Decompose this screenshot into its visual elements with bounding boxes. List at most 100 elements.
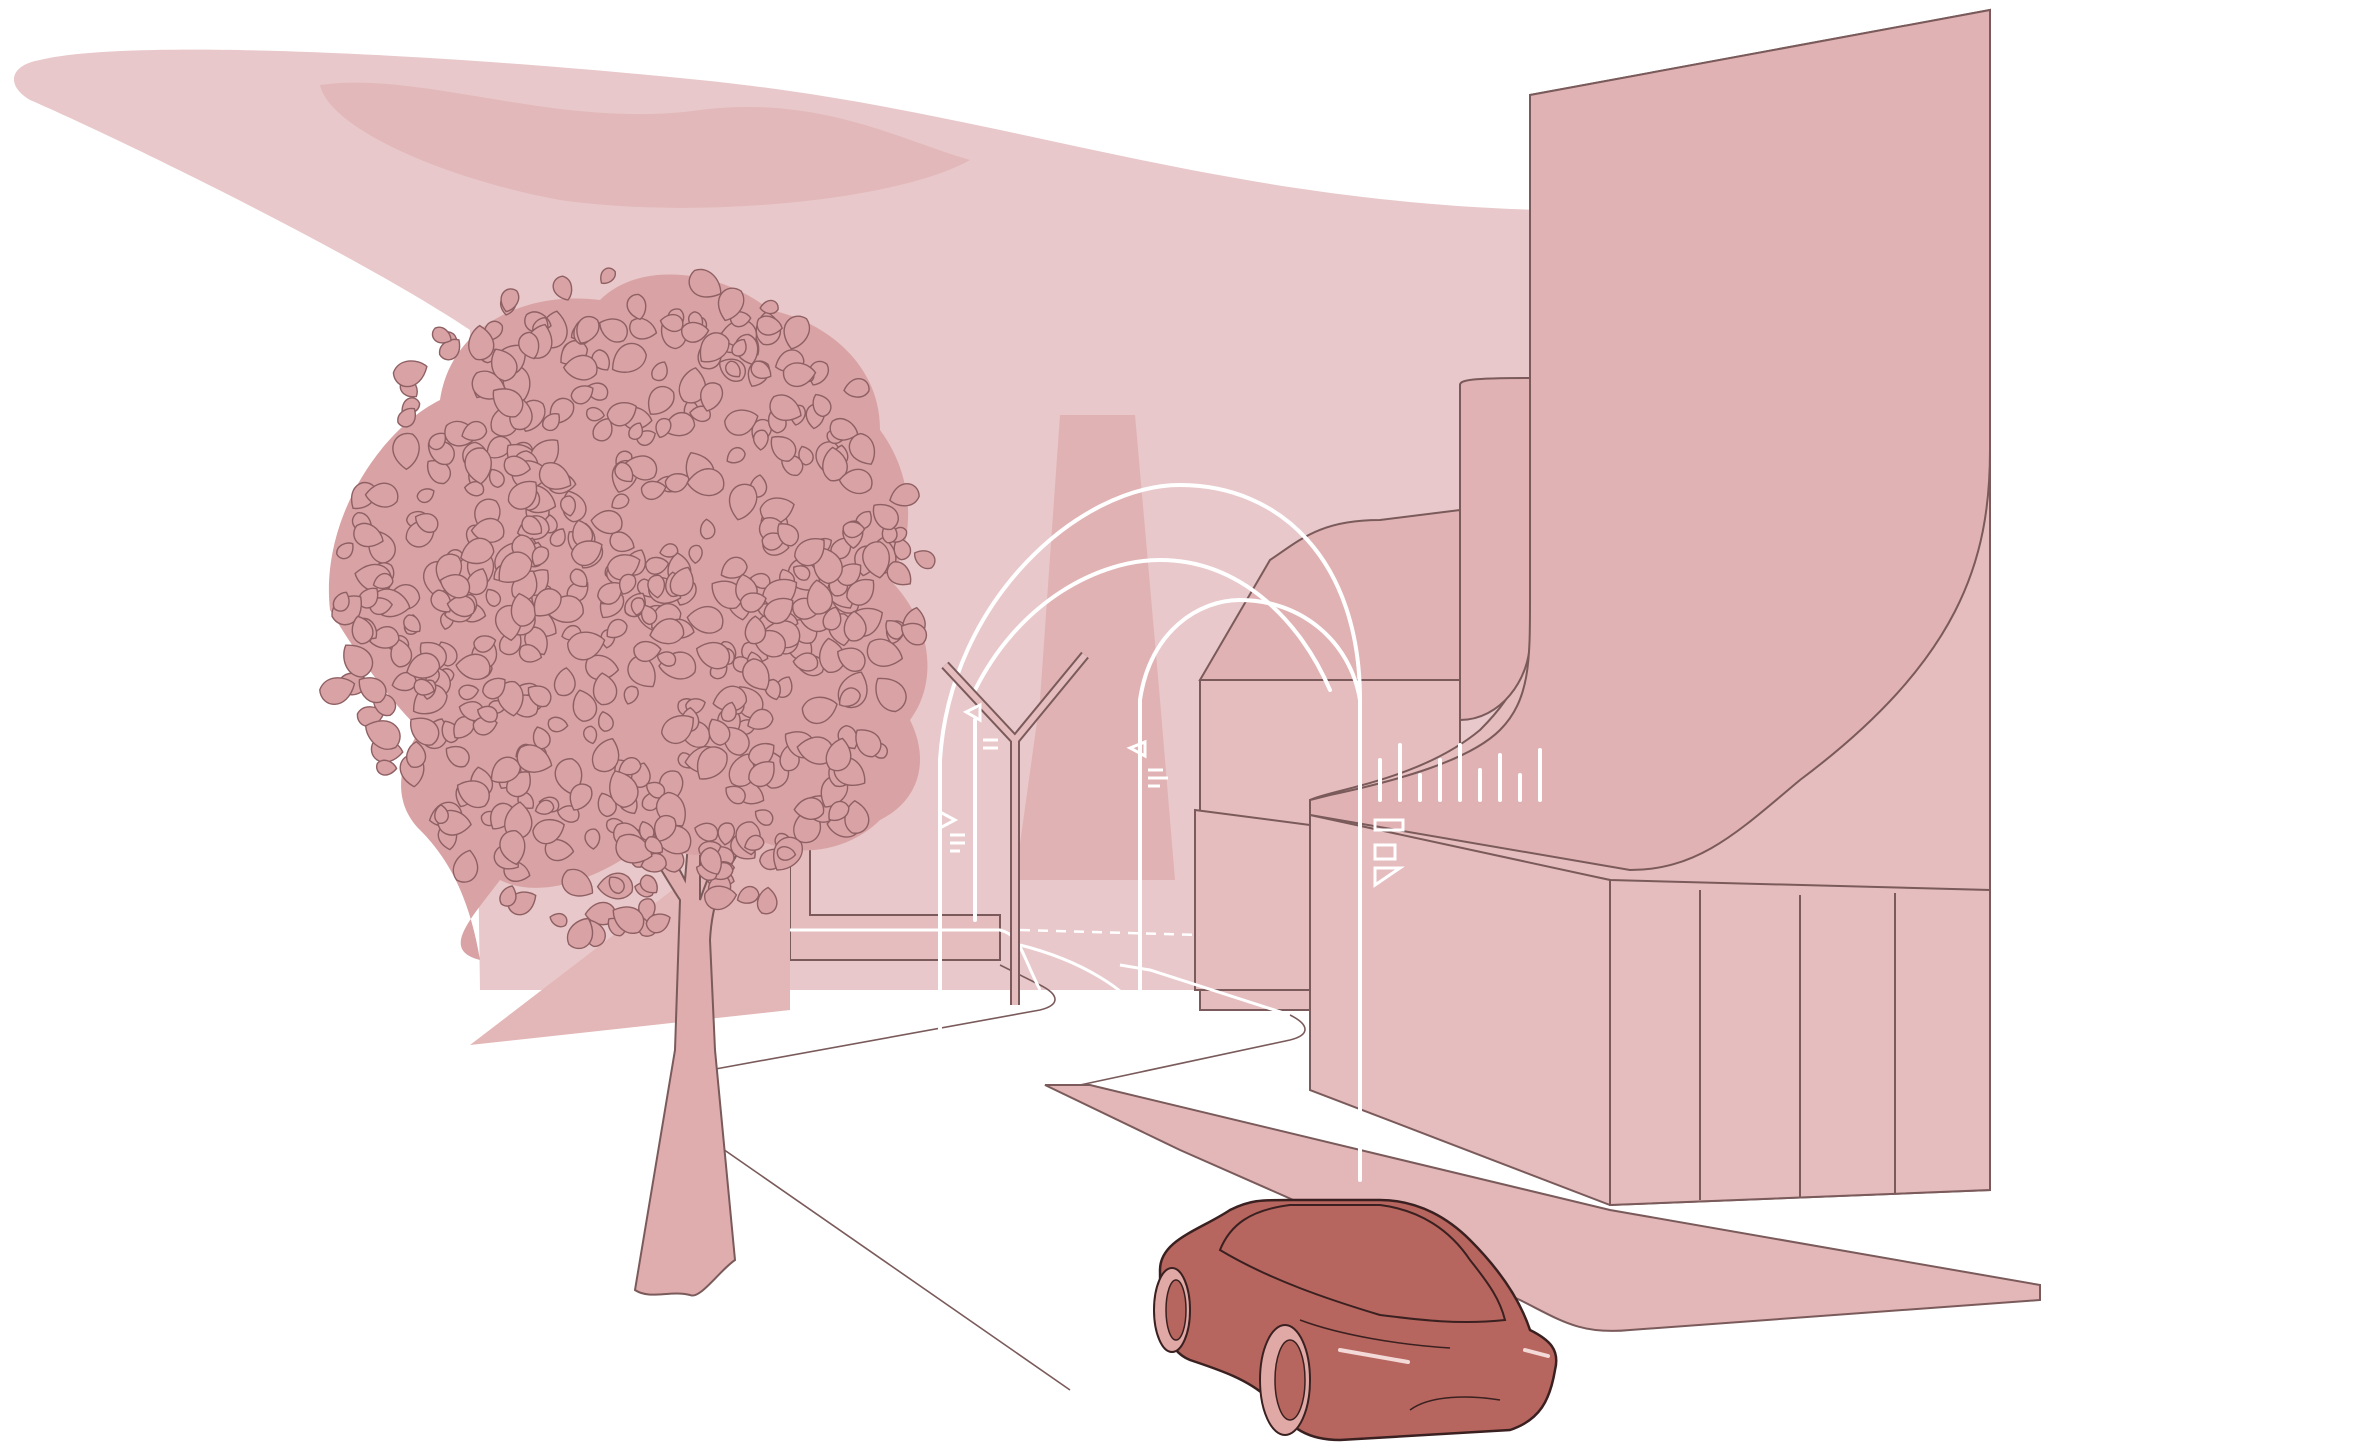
leaf — [561, 868, 594, 897]
leaf — [875, 677, 907, 713]
ground-lane-dashed — [1019, 928, 1201, 937]
car — [1153, 1198, 1558, 1442]
leaf — [739, 592, 767, 613]
leaf — [336, 542, 354, 560]
leaf — [828, 800, 850, 821]
leaf — [744, 834, 765, 851]
leaf — [464, 447, 492, 485]
leaf — [597, 582, 623, 605]
ground-lane-dashed — [1149, 998, 1191, 1012]
leaf — [397, 407, 417, 428]
leaf — [553, 667, 576, 697]
leaf — [644, 836, 664, 854]
leaf — [843, 378, 870, 398]
navigation-triangle-icon — [1373, 866, 1405, 888]
leaf — [626, 293, 647, 321]
leaf — [482, 677, 506, 700]
leaf — [434, 804, 449, 824]
leaf — [728, 483, 758, 521]
leaf — [488, 468, 505, 489]
right-ground-shadow — [1044, 1084, 2041, 1332]
lane-curve — [1119, 963, 1291, 1017]
leaf — [458, 684, 480, 701]
leaf — [893, 537, 912, 561]
leaf — [724, 409, 759, 436]
leaf — [659, 543, 679, 558]
leaf — [611, 342, 648, 373]
leaf — [829, 418, 859, 441]
leaf — [855, 729, 882, 758]
leaf — [532, 819, 565, 845]
navigation-triangle-icon — [1126, 739, 1147, 759]
leaf — [353, 522, 384, 548]
leaf — [463, 481, 485, 497]
ground-lane-line — [1019, 943, 1147, 1021]
leaf — [669, 566, 694, 597]
leaf — [428, 432, 447, 451]
leaf — [567, 631, 606, 661]
leaf — [885, 620, 904, 640]
leaf — [460, 537, 495, 565]
leaf — [825, 737, 852, 772]
leaf — [725, 360, 741, 378]
leaf — [822, 606, 842, 631]
leaf — [597, 710, 614, 732]
leaf — [678, 367, 707, 404]
leaf — [453, 716, 475, 739]
leaf — [793, 797, 825, 821]
leaf — [521, 515, 543, 535]
car-roof — [1218, 1204, 1507, 1324]
leaf — [731, 338, 747, 357]
leaf — [609, 770, 639, 809]
leaf — [364, 720, 401, 750]
leaf — [608, 876, 625, 895]
leaf — [759, 299, 779, 315]
leaf — [490, 348, 518, 382]
leaf — [606, 401, 638, 427]
leaf — [653, 814, 677, 842]
leaf — [534, 799, 555, 815]
leaf — [542, 413, 560, 432]
leaf — [842, 521, 866, 539]
square-marker-icon — [1373, 818, 1405, 832]
leaf — [414, 513, 439, 533]
leaf — [648, 385, 675, 415]
leaf — [584, 828, 601, 850]
leaf — [623, 685, 639, 705]
leaf — [533, 588, 562, 617]
leaf — [754, 809, 774, 826]
leaf — [782, 362, 817, 388]
leaf — [843, 610, 867, 642]
leaf — [649, 618, 685, 645]
leaf — [319, 677, 356, 705]
leaf — [704, 885, 738, 911]
leaf — [468, 324, 495, 361]
leaf — [612, 906, 645, 934]
leaf — [500, 288, 520, 313]
leaf — [510, 592, 537, 627]
signal-arc — [1138, 597, 1362, 702]
leaf — [409, 717, 440, 746]
list-lines-icon — [1148, 768, 1168, 788]
leaf — [629, 317, 658, 340]
leaf — [332, 591, 350, 612]
leaf — [770, 435, 797, 462]
leaf — [431, 326, 452, 344]
leaf — [538, 462, 572, 490]
leaf — [600, 267, 616, 285]
leaf — [756, 315, 783, 336]
leaf — [866, 638, 904, 667]
leaf — [547, 716, 569, 733]
leaf — [372, 572, 394, 590]
leaf — [872, 503, 899, 531]
leaf — [549, 528, 566, 547]
leaf — [837, 647, 866, 672]
leaf — [651, 361, 668, 382]
leaf — [663, 412, 696, 437]
leaf — [375, 759, 398, 776]
leaf — [794, 538, 825, 567]
leaf — [699, 847, 722, 875]
leaf — [886, 561, 912, 586]
leaf — [699, 332, 730, 363]
leaf — [777, 523, 800, 547]
